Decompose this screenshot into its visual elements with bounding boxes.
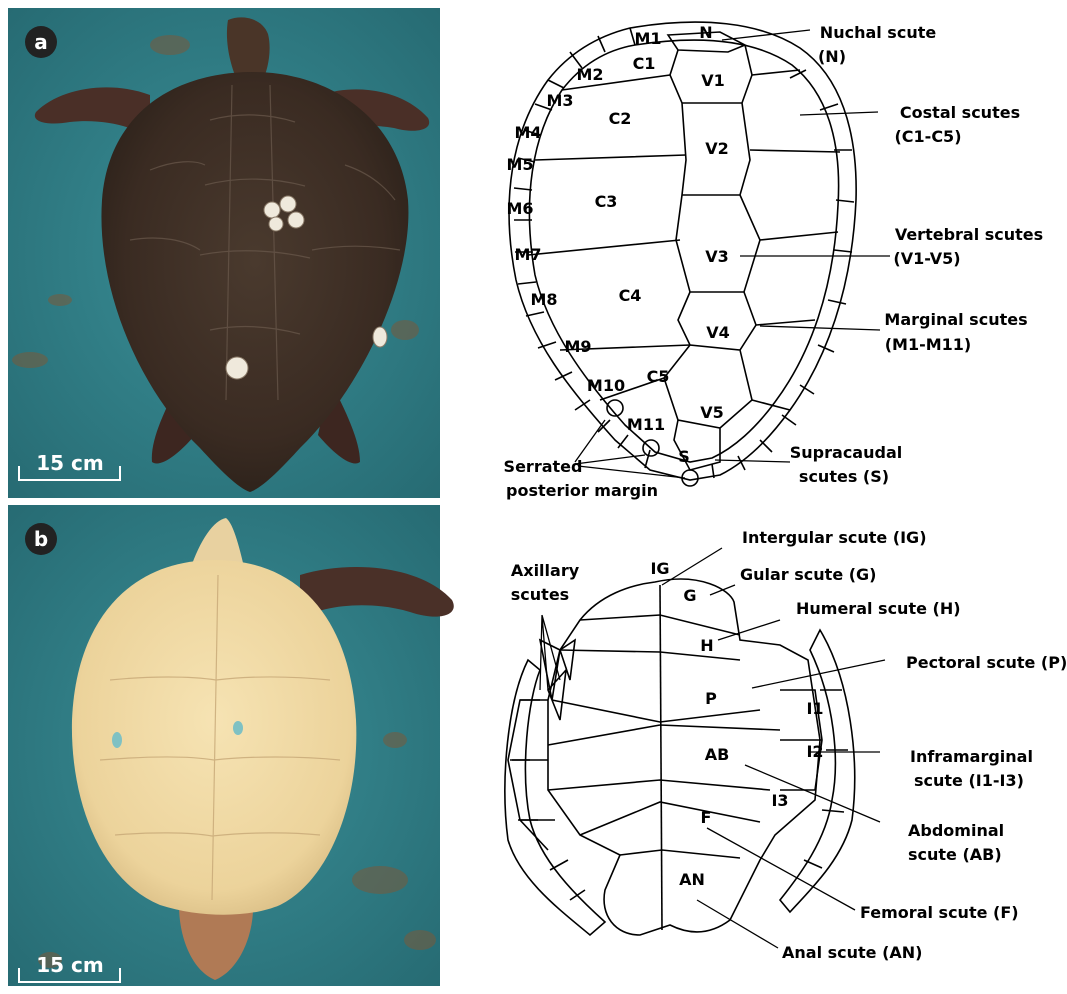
label-supracaudal-code: S (678, 447, 690, 466)
callout-serrated-l1: Serrated (504, 457, 583, 476)
badge-b-letter: b (34, 527, 48, 551)
label-m1: M1 (634, 29, 661, 48)
callout-pectoral: Pectoral scute (P) (906, 653, 1067, 672)
label-m7: M7 (514, 245, 541, 264)
callout-inframarginal-l2: scute (I1-I3) (914, 771, 1024, 790)
scale-bar-b-label: 15 cm (36, 953, 104, 977)
label-m3: M3 (546, 91, 573, 110)
label-c3: C3 (595, 192, 618, 211)
label-c2: C2 (609, 109, 632, 128)
label-g-code: G (683, 586, 696, 605)
callout-intergular: Intergular scute (IG) (742, 528, 927, 547)
label-m11: M11 (627, 415, 665, 434)
callout-costal-l2: (C1-C5) (894, 127, 961, 146)
label-v5: V5 (700, 403, 724, 422)
badge-b: b (25, 523, 57, 555)
callout-nuchal-l1: Nuchal scute (820, 23, 937, 42)
label-i2-code: I2 (806, 742, 823, 761)
label-m9: M9 (564, 337, 591, 356)
label-i3-code: I3 (771, 791, 788, 810)
callout-supracaudal-l2: scutes (S) (799, 467, 889, 486)
callout-inframarginal-l1: Inframarginal (910, 747, 1033, 766)
label-p-code: P (705, 689, 717, 708)
label-m10: M10 (587, 376, 625, 395)
callout-vertebral-l1: Vertebral scutes (895, 225, 1043, 244)
callout-femoral: Femoral scute (F) (860, 903, 1019, 922)
photo-b-plastron: b 15 cm (8, 505, 454, 986)
callout-supracaudal-l1: Supracaudal (790, 443, 902, 462)
callout-axillary-l1: Axillary (511, 561, 580, 580)
label-i1-code: I1 (806, 699, 823, 718)
label-m4: M4 (514, 123, 541, 142)
label-m8: M8 (530, 290, 557, 309)
callout-gular: Gular scute (G) (740, 565, 877, 584)
label-c5: C5 (647, 367, 670, 386)
label-m2: M2 (576, 65, 603, 84)
label-f-code: F (701, 808, 712, 827)
scale-bar-a-label: 15 cm (36, 451, 104, 475)
label-v4: V4 (706, 323, 730, 342)
label-m5: M5 (506, 155, 533, 174)
callout-axillary-l2: scutes (511, 585, 569, 604)
label-ig-code: IG (650, 559, 669, 578)
label-nuchal-code: N (699, 23, 712, 42)
callout-anal: Anal scute (AN) (782, 943, 923, 962)
plastron-seams-diagram (548, 615, 780, 858)
badge-a: a (25, 26, 57, 58)
callout-abdominal-l1: Abdominal (908, 821, 1004, 840)
label-an-code: AN (679, 870, 705, 889)
callout-marginal-l2: (M1-M11) (885, 335, 972, 354)
plastron-callouts: Axillary scutes Intergular scute (IG) Gu… (511, 528, 1067, 962)
label-v2: V2 (705, 139, 729, 158)
callout-vertebral-l2: (V1-V5) (893, 249, 960, 268)
callout-costal-l1: Costal scutes (900, 103, 1020, 122)
label-c4: C4 (619, 286, 642, 305)
carapace-labels: N M1 M2 M3 M4 M5 M6 M7 M8 M9 M10 M11 C1 … (506, 23, 729, 466)
callout-marginal-l1: Marginal scutes (884, 310, 1027, 329)
label-m6: M6 (506, 199, 533, 218)
callout-humeral: Humeral scute (H) (796, 599, 961, 618)
callout-serrated-l2: posterior margin (506, 481, 658, 500)
label-c1: C1 (633, 54, 656, 73)
label-ab-code: AB (705, 745, 730, 764)
photo-a-carapace: a 15 cm (8, 8, 440, 498)
label-v1: V1 (701, 71, 725, 90)
carapace-callouts: Nuchal scute (N) Costal scutes (C1-C5) V… (504, 23, 1044, 500)
label-v3: V3 (705, 247, 729, 266)
callout-nuchal-l2: (N) (818, 47, 846, 66)
label-h-code: H (700, 636, 713, 655)
midline-seam (660, 585, 662, 930)
callout-abdominal-l2: scute (AB) (908, 845, 1002, 864)
badge-a-letter: a (34, 30, 48, 54)
